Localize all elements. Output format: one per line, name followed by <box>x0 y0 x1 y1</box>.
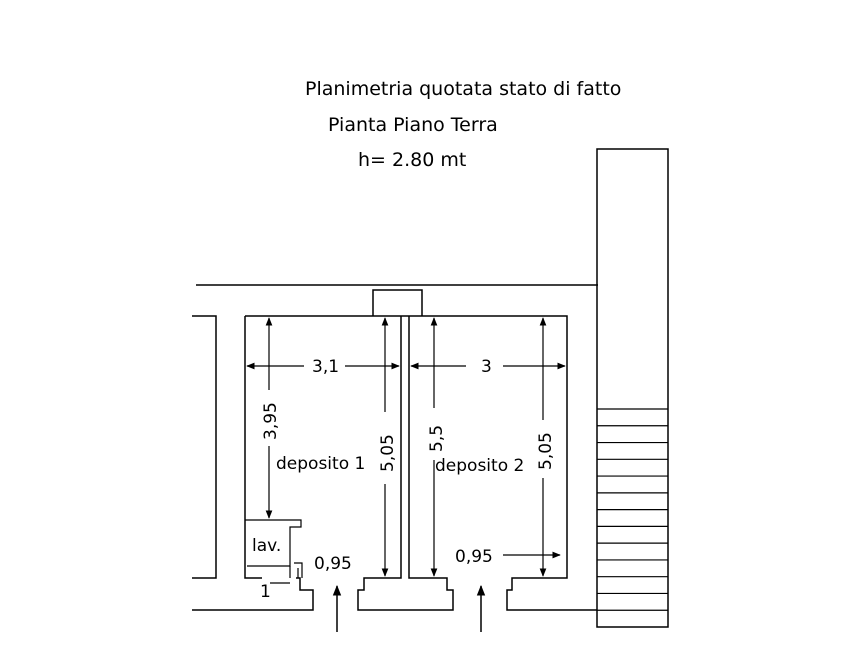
shaft <box>372 289 423 316</box>
partition-wall <box>357 316 454 611</box>
floor-name: Pianta Piano Terra <box>328 114 498 136</box>
room2-label: deposito 2 <box>435 456 524 476</box>
dim-room2-width: 3 <box>481 357 492 377</box>
outer-wall-left <box>244 316 262 579</box>
bathroom-door <box>289 562 303 578</box>
dim-door2: 0,95 <box>455 547 493 567</box>
dim-room2-depth: 5,05 <box>536 432 556 470</box>
room1-label: deposito 1 <box>276 454 365 474</box>
plan-title: Planimetria quotata stato di fatto <box>305 78 621 100</box>
ceiling-height: h= 2.80 mt <box>358 149 466 171</box>
dim-room1-width: 3,1 <box>312 357 339 377</box>
bathroom-label: lav. <box>252 536 281 556</box>
dim-small: 1 <box>260 582 271 602</box>
stair-steps <box>597 408 668 611</box>
dim-room1-upper-depth: 3,95 <box>261 402 281 440</box>
bathroom-walls <box>245 519 302 567</box>
dim-room1-depth: 5,05 <box>378 434 398 472</box>
outer-wall-right <box>245 315 597 611</box>
dim-middle-depth: 5,5 <box>427 425 447 452</box>
left-wall <box>192 315 217 579</box>
bottom-wall-left <box>192 577 314 611</box>
dim-door1: 0,95 <box>314 554 352 574</box>
staircase <box>596 148 669 628</box>
